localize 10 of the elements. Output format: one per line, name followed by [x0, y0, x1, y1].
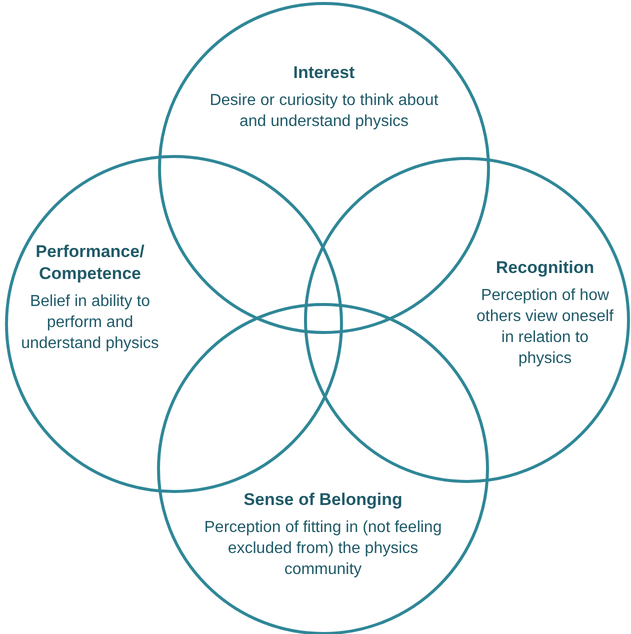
venn-circle: [5, 155, 343, 493]
circle-description: Perception of how others view oneself in relation to physics: [476, 286, 614, 369]
circle-description: Desire or curiosity to think about and understand physics: [208, 91, 440, 132]
circle-title: Sense of Belonging: [242, 489, 404, 511]
circle-title: Interest: [292, 62, 356, 84]
circle-description: Belief in ability to perform and understand physics: [20, 292, 160, 354]
venn-circle: [304, 157, 630, 483]
circle-title: Performance/ Competence: [34, 241, 146, 285]
circle-title: Recognition: [494, 257, 596, 279]
circle-description: Perception of fitting in (not feeling excluded from) the physics community: [203, 518, 443, 580]
